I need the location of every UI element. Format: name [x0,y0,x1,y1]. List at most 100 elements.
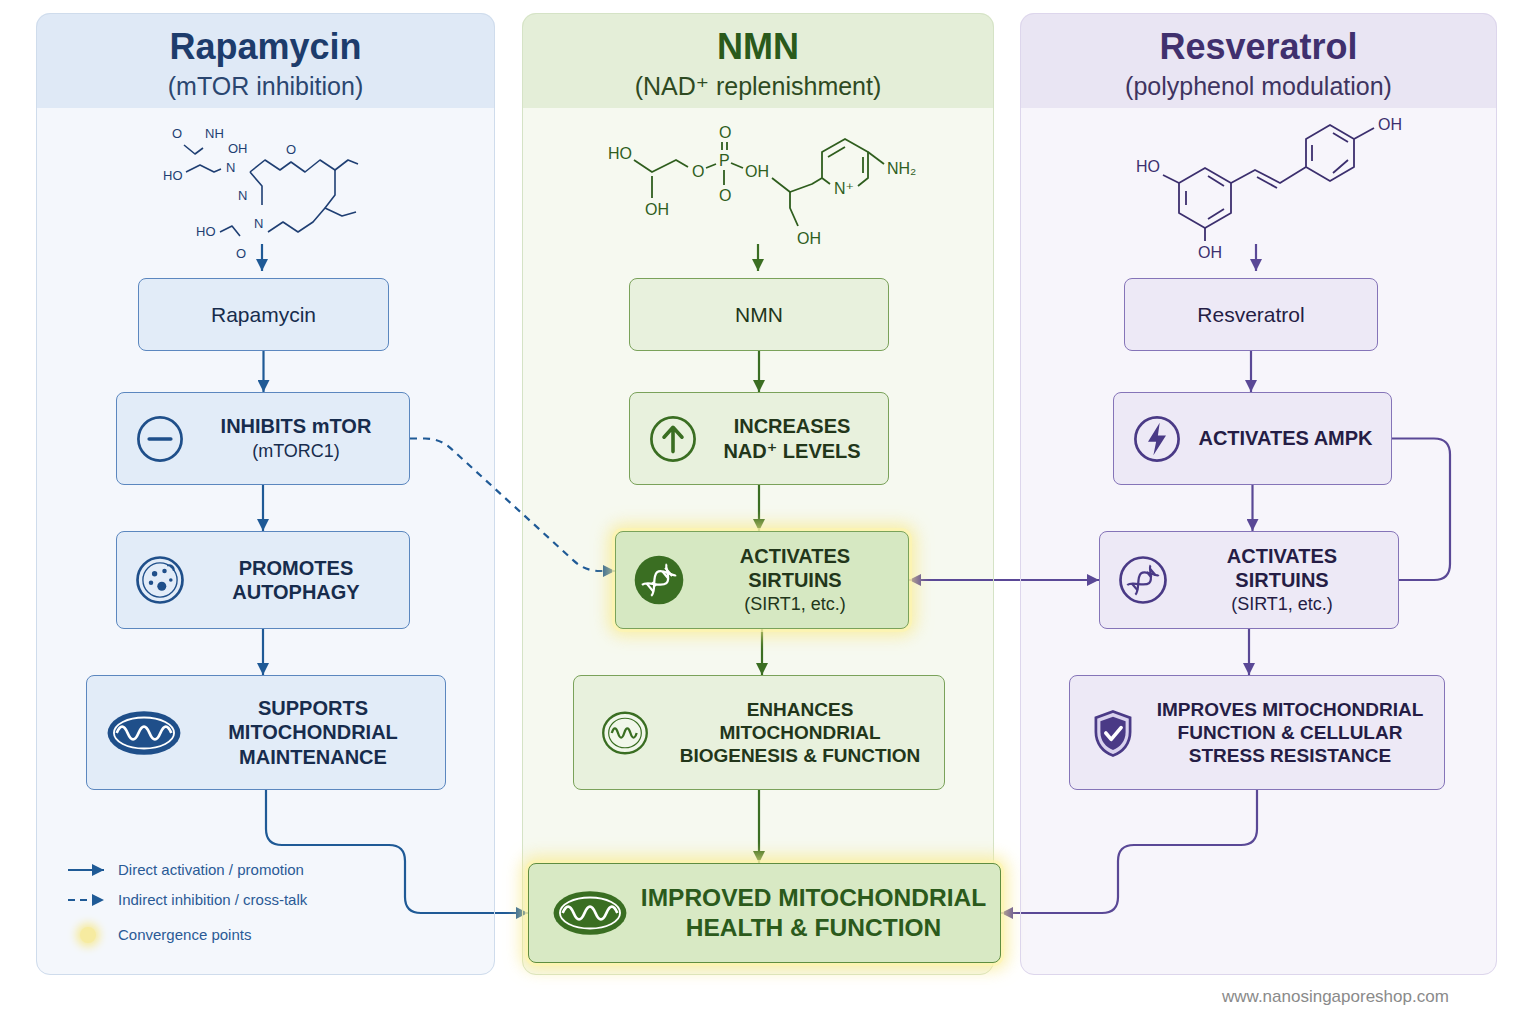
watermark: www.nanosingaporeshop.com [1222,987,1449,1006]
column-panel: Rapamycin(mTOR inhibition)RapamycinINHIB… [36,13,495,975]
box-text: ENHANCES MITOCHONDRIAL BIOGENESIS & FUNC… [668,698,932,768]
label-holder: HO [196,222,216,240]
box-icon [632,553,686,607]
panel-subtitle: (mTOR inhibition) [37,72,494,101]
box-icon [1116,553,1170,607]
flow-connector [761,629,763,675]
process-box: ACTIVATES SIRTUINS(SIRT1, etc.) [1099,531,1399,629]
flow-connector [262,351,264,392]
resveratrol-structure [1163,125,1374,241]
process-box: SUPPORTS MITOCHONDRIAL MAINTENANCE [86,675,446,790]
panel-subtitle: (polyphenol modulation) [1021,72,1496,101]
atom-label: N [226,160,235,175]
process-box: INCREASES NAD⁺ LEVELS [629,392,889,485]
process-box: Rapamycin [138,278,389,351]
flow-connector [1248,629,1250,675]
legend-dashed-sample [68,899,104,901]
box-icon [1086,706,1140,760]
panel-fill [522,13,994,975]
atom-label: O [692,163,704,180]
box-label: ENHANCES MITOCHONDRIAL BIOGENESIS & FUNC… [668,698,932,768]
box-label: INCREASES NAD⁺ LEVELS [708,414,876,463]
atom-label: O [719,187,731,204]
process-box: ACTIVATES AMPK [1113,392,1392,485]
label-holder: OH [745,163,769,181]
label-holder: P [719,152,730,170]
process-box: IMPROVES MITOCHONDRIAL FUNCTION & CELLUL… [1069,675,1445,790]
box-label: PROMOTES AUTOPHAGY [195,556,397,605]
label-holder: OH [645,201,669,219]
label-holder: N⁺ [834,180,854,198]
box-icon [590,705,660,760]
legend-item: Convergence points [118,926,251,944]
label-holder: NH [205,124,224,142]
box-text: Resveratrol [1137,302,1365,328]
box-icon [133,553,187,607]
atom-label: P [719,152,730,169]
atom-label: OH [1378,116,1402,133]
label-holder: O [692,163,704,181]
legend-text: Indirect inhibition / cross-talk [118,891,307,908]
box-text: Rapamycin [151,302,376,328]
flow-connector [1001,790,1257,913]
box-sublabel: (mTORC1) [195,441,397,463]
flow-connector [758,485,760,531]
legend-text: Direct activation / promotion [118,861,304,878]
atom-label: OH [645,201,669,218]
box-label: IMPROVES MITOCHONDRIAL FUNCTION & CELLUL… [1148,698,1432,768]
label-holder: HO [1136,158,1160,176]
box-label: INHIBITS mTOR [195,414,397,438]
legend-solid-sample [68,869,104,871]
atom-label: OH [228,141,248,156]
label-holder: O [286,140,296,158]
box-icon [133,412,187,466]
box-text: ACTIVATES AMPK [1192,426,1379,450]
atom-label: N⁺ [834,180,854,197]
process-box: PROMOTES AUTOPHAGY [116,531,410,629]
flow-connector [262,485,264,531]
panel-header: Resveratrol(polyphenol modulation) [1021,26,1496,101]
box-sublabel: (SIRT1, etc.) [694,594,896,616]
panel-title: NMN [523,26,993,67]
box-label: ACTIVATES AMPK [1192,426,1379,450]
panel-header-fill [522,60,994,108]
process-box: ACTIVATES SIRTUINS(SIRT1, etc.) [615,531,909,629]
box-text: SUPPORTS MITOCHONDRIAL MAINTENANCE [193,696,433,769]
panel-header-fill [522,13,994,108]
label-holder: NH₂ [887,160,916,178]
label-holder: N [254,214,263,232]
box-icon [1130,412,1184,466]
process-box: ENHANCES MITOCHONDRIAL BIOGENESIS & FUNC… [573,675,945,790]
panel-subtitle: (NAD⁺ replenishment) [523,72,993,101]
atom-label: O [719,124,731,141]
atom-label: N [238,188,247,203]
atom-label: OH [797,230,821,247]
label-holder: O [236,244,246,262]
structure-arrow [757,244,759,271]
process-box: IMPROVED MITOCHONDRIAL HEALTH & FUNCTION [528,863,1001,963]
atom-label: O [236,246,246,261]
box-text: INHIBITS mTOR (mTORC1) [195,414,397,462]
legend-swatch [80,927,96,943]
process-box: NMN [629,278,889,351]
label-holder: N [238,186,247,204]
panel-header-fill [36,60,495,108]
legend-item: Indirect inhibition / cross-talk [118,891,307,909]
atom-label: OH [745,163,769,180]
atom-label: O [172,126,182,141]
flow-connector [1251,485,1253,531]
box-icon [646,412,700,466]
nmn-structure [634,139,884,226]
atom-label: N [254,216,263,231]
box-label: SUPPORTS MITOCHONDRIAL MAINTENANCE [193,696,433,769]
structure-arrow [1255,244,1257,271]
label-holder: HO [608,145,632,163]
label-holder: OH [1198,244,1222,262]
atom-label: NH [205,126,224,141]
process-box: INHIBITS mTOR (mTORC1) [116,392,410,485]
box-label: IMPROVED MITOCHONDRIAL HEALTH & FUNCTION [639,883,988,943]
box-text: IMPROVES MITOCHONDRIAL FUNCTION & CELLUL… [1148,698,1432,768]
box-icon [549,886,631,941]
atom-label: HO [196,224,216,239]
